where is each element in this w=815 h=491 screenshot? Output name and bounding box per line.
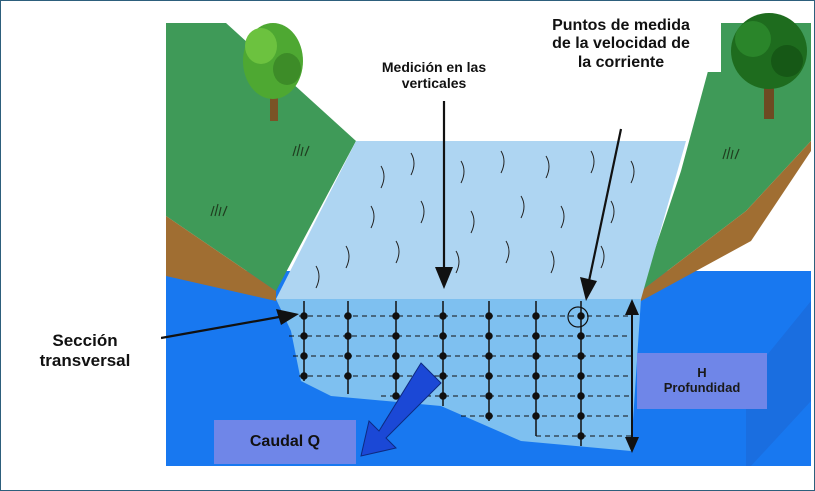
label-h-line1: H (697, 365, 707, 381)
measurement-verticals (300, 301, 585, 446)
label-medicion: Medición en las verticales (353, 59, 515, 92)
grass-tuft-icons (210, 143, 740, 217)
flow-arrow-icon (360, 362, 442, 457)
label-seccion-line2: transversal (39, 351, 131, 370)
arrow-seccion (160, 309, 299, 340)
label-medicion-line1: Medición en las (381, 59, 487, 75)
arrow-medicion (435, 101, 453, 289)
label-caudal-text: Caudal Q (249, 432, 321, 450)
label-medicion-line2: verticales (401, 75, 467, 92)
label-puntos-line1: Puntos de medida (552, 17, 690, 34)
label-h-line2: Profundidad (663, 380, 741, 395)
label-puntos-line2: de la velocidad de (552, 35, 690, 53)
label-seccion: Sección transversal (9, 299, 161, 403)
water-surface (276, 141, 686, 299)
right-bank-soil (641, 141, 811, 301)
depth-arrow (625, 299, 639, 453)
highlighted-point-circle (567, 306, 589, 328)
label-puntos: Puntos de medida de la velocidad de la c… (521, 17, 721, 73)
surface-ripples (315, 150, 635, 289)
label-profundidad: H Profundidad (637, 353, 767, 409)
right-tree-icon (731, 13, 807, 119)
label-caudal: Caudal Q (214, 420, 356, 464)
left-tree-icon (243, 23, 303, 121)
label-puntos-line3: la corriente (577, 53, 665, 71)
arrow-puntos (580, 128, 623, 301)
left-bank-grass (166, 23, 356, 291)
label-seccion-line1: Sección (52, 331, 118, 351)
cross-section (276, 299, 641, 451)
left-bank-soil (166, 216, 276, 301)
